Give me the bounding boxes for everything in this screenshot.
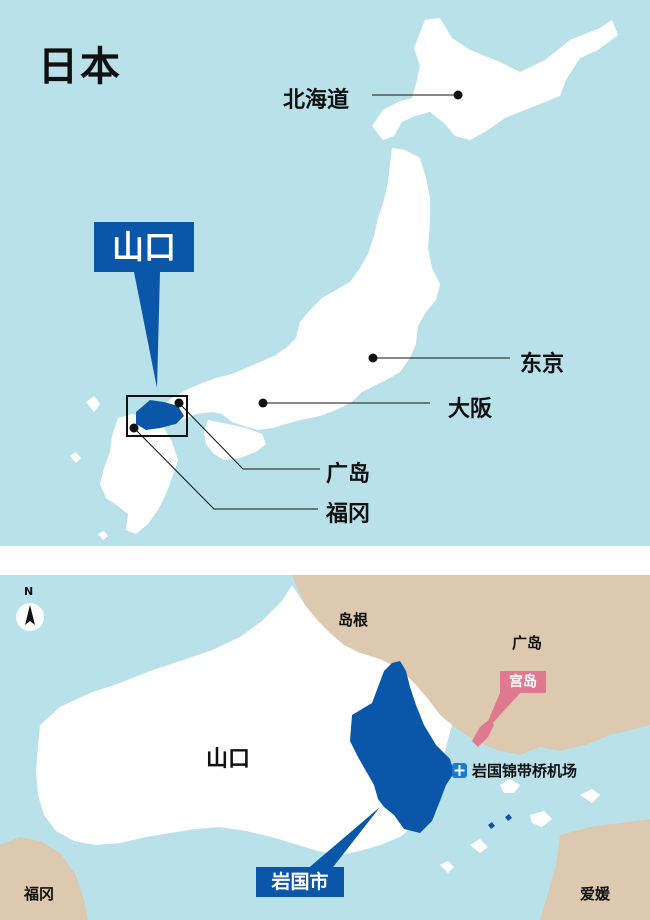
yamaguchi-highlight <box>136 400 184 430</box>
island <box>406 164 420 176</box>
label-ehime: 爱媛 <box>580 885 611 903</box>
leader-fukuoka <box>133 427 318 510</box>
iwakuni-city-region <box>350 661 454 833</box>
island <box>98 531 108 540</box>
label-fukuoka-region: 福冈 <box>24 885 55 903</box>
japan-map-shapes <box>70 18 618 540</box>
shimane-hiroshima-land <box>292 575 650 755</box>
miyajima-tag: 宫岛 <box>500 671 546 693</box>
leader-hiroshima <box>178 402 320 470</box>
ehime-land <box>540 819 650 920</box>
iwakuni-tag-pointer <box>305 807 380 871</box>
tokyo-dot <box>368 353 378 363</box>
island <box>580 789 600 803</box>
osaka-dot <box>258 398 268 408</box>
hiroshima-dot <box>174 398 184 408</box>
kyushu-landmass <box>100 414 178 534</box>
island <box>70 452 81 463</box>
hokkaido-landmass <box>372 18 618 140</box>
yamaguchi-landmass <box>36 585 452 855</box>
island <box>500 779 520 793</box>
island <box>86 396 100 412</box>
label-tokyo: 东京 <box>520 352 565 377</box>
iwakuni-tag: 岩国市 <box>256 867 344 897</box>
detail-map-shapes <box>0 575 650 920</box>
fukuoka-dot <box>129 423 139 433</box>
fukuoka-land <box>0 837 88 920</box>
miyajima-tag-pointer <box>482 693 520 735</box>
shikoku-landmass <box>204 420 266 460</box>
japan-overview-map: 日本 山口 北海道 东京 大阪 广岛 福冈 <box>0 0 650 546</box>
island <box>530 811 552 827</box>
hokkaido-dot <box>453 90 463 100</box>
label-hiroshima: 广岛 <box>326 462 371 487</box>
yamaguchi-locator-box <box>126 395 188 437</box>
island <box>488 822 495 829</box>
island <box>470 839 488 853</box>
island <box>440 861 454 873</box>
label-yamaguchi: 山口 <box>206 747 251 772</box>
label-airport: 岩国锦带桥机场 <box>472 762 578 780</box>
label-hiroshima-region: 广岛 <box>512 634 543 652</box>
yamaguchi-tag: 山口 <box>94 222 194 272</box>
island <box>505 814 512 821</box>
label-shimane: 岛根 <box>338 611 369 629</box>
map-title: 日本 <box>38 44 122 90</box>
airport-plane-icon <box>452 763 467 778</box>
label-fukuoka: 福冈 <box>326 502 371 527</box>
label-hokkaido: 北海道 <box>283 88 350 113</box>
label-osaka: 大阪 <box>448 397 493 422</box>
compass-label: N <box>24 585 34 598</box>
yamaguchi-detail-map: N 岛根 广岛 山口 福冈 爱媛 宫岛 岩国锦带桥机场 岩国市 <box>0 575 650 920</box>
honshu-landmass <box>160 148 440 430</box>
yamaguchi-tag-pointer <box>134 272 160 388</box>
north-arrow-icon <box>16 603 44 631</box>
